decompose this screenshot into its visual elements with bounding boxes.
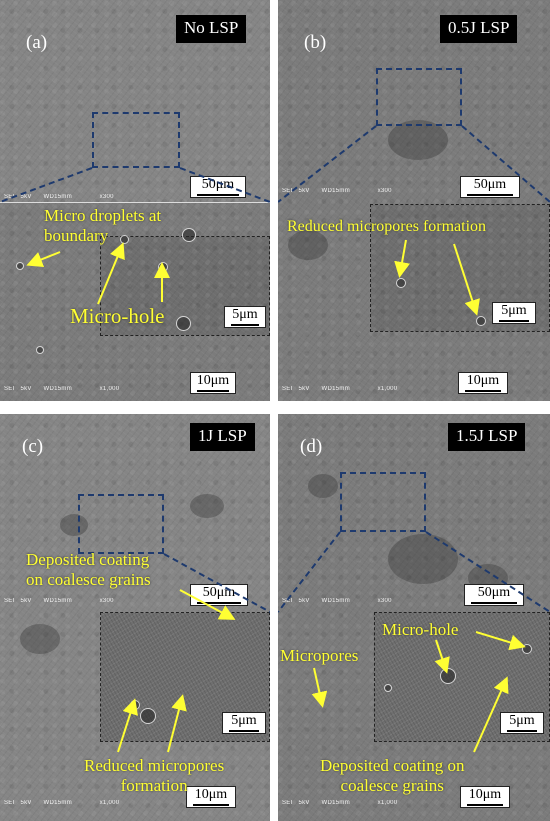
zoom-lines-c bbox=[117, 553, 270, 753]
scalebar-b-bottom: 10μm bbox=[458, 372, 508, 394]
panel-letter-c: (c) bbox=[22, 436, 44, 457]
panel-a: (a) No LSP SEI 5kV WD15mm x300 50μm 5μm … bbox=[0, 0, 270, 401]
scalebar-b-inset: 5μm bbox=[492, 302, 536, 324]
panel-c: (c) 1J LSP SEI 5kV WD15mm x300 50μm 5μm … bbox=[0, 414, 270, 821]
annotation-micro-hole-d: Micro-hole bbox=[382, 620, 459, 639]
zoom-lines-b bbox=[278, 125, 550, 316]
blotch bbox=[308, 474, 338, 498]
panel-b: (b) 0.5J LSP SEI 5kV WD15mm x300 50μm 5μ… bbox=[278, 0, 550, 401]
meta-c-bottom: SEI 5kV WD15mm x1,000 bbox=[4, 800, 120, 806]
lsp-tag-d: 1.5J LSP bbox=[448, 423, 526, 451]
panel-d: (d) 1.5J LSP SEI 5kV WD15mm x300 50μm 5μ… bbox=[278, 414, 550, 821]
scalebar-a-bottom: 10μm bbox=[190, 372, 236, 394]
lsp-tag-b: 0.5J LSP bbox=[440, 15, 518, 43]
panel-letter-a: (a) bbox=[26, 32, 48, 53]
zoom-lines-d bbox=[278, 531, 550, 753]
meta-d-top: SEI 5kV WD15mm x300 bbox=[282, 598, 392, 604]
zoom-box-b bbox=[376, 68, 462, 126]
lsp-tag-c: 1J LSP bbox=[190, 423, 255, 451]
meta-b-top: SEI 5kV WD15mm x300 bbox=[282, 188, 392, 194]
zoom-box-a bbox=[92, 112, 180, 168]
annotation-micropores-d: Micropores bbox=[280, 646, 359, 665]
scalebar-b-top: 50μm bbox=[460, 176, 520, 198]
scalebar-d-bottom: 10μm bbox=[460, 786, 510, 808]
split-line-a bbox=[0, 202, 270, 203]
scalebar-d-top: 50μm bbox=[464, 584, 524, 606]
zoom-box-c bbox=[78, 494, 164, 554]
pore bbox=[176, 316, 191, 331]
scalebar-a-inset: 5μm bbox=[224, 306, 266, 328]
annotation-reduced-micropores-b: Reduced micropores formation bbox=[287, 218, 487, 235]
pore bbox=[476, 316, 486, 326]
blotch bbox=[388, 120, 448, 160]
blotch bbox=[190, 494, 224, 518]
meta-a-bottom: SEI 5kV WD15mm x1,000 bbox=[4, 386, 120, 392]
pore bbox=[182, 228, 196, 242]
meta-a-top: SEI 5kV WD15mm x300 bbox=[4, 194, 114, 200]
panel-letter-b: (b) bbox=[304, 32, 327, 53]
pore bbox=[396, 278, 406, 288]
zoom-lines-a bbox=[0, 167, 270, 305]
annotation-micro-hole-a: Micro-hole bbox=[70, 304, 165, 328]
sem-inset-a bbox=[101, 237, 269, 335]
pore bbox=[384, 684, 392, 692]
zoom-box-d bbox=[340, 472, 426, 532]
meta-d-bottom: SEI 5kV WD15mm x1,000 bbox=[282, 800, 398, 806]
blotch bbox=[60, 514, 88, 536]
sem-image-b bbox=[278, 0, 550, 401]
panel-letter-d: (d) bbox=[300, 436, 323, 457]
blotch bbox=[288, 230, 328, 260]
blotch bbox=[388, 534, 458, 584]
pore bbox=[140, 708, 156, 724]
meta-b-bottom: SEI 5kV WD15mm x1,000 bbox=[282, 386, 398, 392]
meta-c-top: SEI 5kV WD15mm x300 bbox=[4, 598, 114, 604]
pore bbox=[36, 346, 44, 354]
blotch bbox=[20, 624, 60, 654]
lsp-tag-a: No LSP bbox=[176, 15, 247, 43]
pore bbox=[16, 262, 24, 270]
scalebar-a-top: 50μm bbox=[190, 176, 246, 198]
scalebar-c-bottom: 10μm bbox=[186, 786, 236, 808]
scalebar-c-inset: 5μm bbox=[222, 712, 266, 734]
scalebar-d-inset: 5μm bbox=[500, 712, 544, 734]
